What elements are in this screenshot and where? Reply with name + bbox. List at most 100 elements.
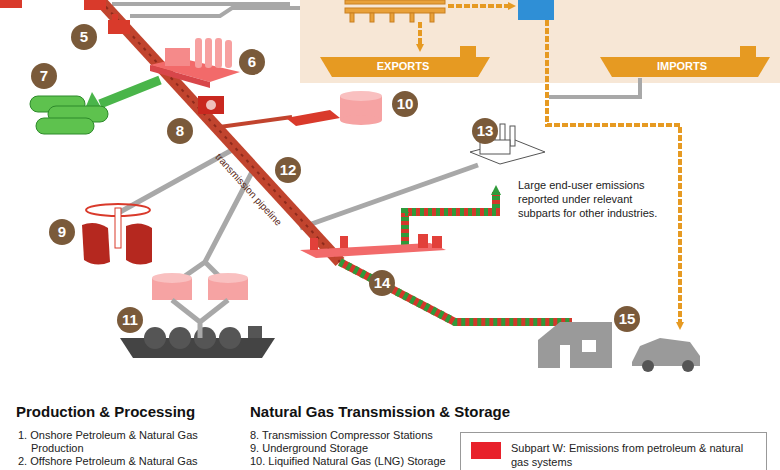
- callout-number: 11: [117, 307, 143, 333]
- processing-plant: [225, 40, 232, 68]
- production-equipment: [112, 14, 118, 20]
- list-item: 1. Onshore Petroleum & Natural Gas Produ…: [18, 429, 236, 455]
- distribution-pipe: [340, 262, 572, 322]
- house: [538, 322, 612, 368]
- lng-ship: [248, 326, 262, 338]
- lng-storage: [286, 110, 340, 126]
- pipeline-label: transmission pipeline: [214, 151, 285, 228]
- gray-pipe: [549, 78, 640, 97]
- lng-ship: [194, 327, 216, 349]
- orange-pipes: [350, 13, 354, 22]
- callout-number: 15: [614, 306, 640, 332]
- ship-label: IMPORTS: [657, 60, 707, 72]
- underground-storage: [82, 204, 152, 265]
- house: [560, 345, 570, 368]
- callout-number: 5: [71, 24, 97, 50]
- lng-storage: [340, 115, 382, 125]
- list-item: 2. Offshore Petroleum & Natural Gas: [18, 455, 246, 468]
- callout-number: 8: [167, 118, 193, 144]
- orange-pipes: [345, 0, 445, 4]
- gray-pipe: [112, 2, 290, 6]
- callout-number: 10: [392, 91, 418, 117]
- production-equipment: [0, 0, 130, 34]
- production-equipment: [0, 0, 22, 8]
- distribution-station: [432, 236, 442, 248]
- export-ship: [460, 46, 476, 57]
- house: [582, 340, 596, 352]
- lng-ship: [169, 327, 191, 349]
- distribution-station: [340, 236, 348, 248]
- compressor-station: [198, 96, 224, 114]
- gray-pipe: [300, 165, 478, 228]
- legend-text: Subpart W: Emissions from petroleum & na…: [511, 441, 756, 469]
- lng-ship: [172, 300, 228, 338]
- lng-ship: [219, 327, 241, 349]
- section-heading: Natural Gas Transmission & Storage: [250, 403, 510, 420]
- processing-plant: [150, 38, 240, 88]
- export-ship: [320, 57, 490, 77]
- orange-flow: [448, 4, 512, 8]
- import-ship: [600, 46, 770, 77]
- legend-box: Subpart W: Emissions from petroleum & na…: [460, 432, 767, 470]
- lng-ship: [152, 273, 192, 283]
- orange-pipes: [390, 13, 394, 22]
- production-equipment: [108, 20, 130, 34]
- lng-storage: [286, 91, 382, 126]
- list-item: 8. Transmission Compressor Stations: [250, 429, 473, 442]
- compressor-station: [198, 96, 224, 114]
- car: [642, 360, 654, 372]
- ngl-tanks: [36, 118, 94, 134]
- orange-pipes: [370, 13, 374, 22]
- legend-swatch: [471, 442, 501, 459]
- underground-storage: [115, 208, 121, 248]
- transmission-pipeline: [95, 0, 340, 262]
- note-text: Large end-user emissions reported under …: [518, 178, 658, 220]
- callout-number: 13: [472, 118, 498, 144]
- car: [682, 360, 694, 372]
- section-heading: Production & Processing: [16, 403, 195, 420]
- callout-number: 9: [49, 219, 75, 245]
- gray-pipe: [130, 8, 300, 16]
- import-ship: [600, 57, 770, 77]
- underground-storage: [126, 223, 152, 264]
- pipeline-texture: [95, 0, 340, 262]
- orange-pipes: [430, 13, 434, 22]
- green-arrow: [100, 80, 160, 104]
- lng-ship: [144, 327, 166, 349]
- import-ship: [740, 46, 756, 57]
- terminal: [518, 0, 554, 20]
- distribution-station: [310, 238, 318, 250]
- processing-plant: [165, 48, 190, 66]
- list-item: 9. Underground Storage: [250, 442, 473, 455]
- orange-pipes: [410, 13, 414, 22]
- callout-number: 6: [239, 49, 265, 75]
- ngl-tanks: [30, 96, 108, 134]
- lng-ship: [120, 273, 275, 358]
- production-equipment: [84, 0, 106, 10]
- gray-pipe: [112, 4, 300, 16]
- list-item: 10. Liquified Natural Gas (LNG) Storage: [250, 455, 473, 468]
- lng-ship: [208, 273, 248, 283]
- power-plant: [510, 126, 515, 146]
- red-pipe: [212, 117, 292, 128]
- orange-pipes: [345, 8, 445, 13]
- distribution-pipe: [340, 262, 572, 322]
- distribution-pipe: [495, 190, 497, 194]
- processing-plant: [215, 38, 222, 68]
- callout-number: 12: [275, 157, 301, 183]
- underground-storage: [82, 223, 110, 264]
- callout-number: 14: [369, 270, 395, 296]
- house: [538, 322, 612, 368]
- export-ship: [320, 46, 490, 77]
- compressor-station: [206, 100, 216, 110]
- orange-flow: [418, 22, 422, 48]
- legend-entry: Subpart W: Emissions from petroleum & na…: [461, 433, 766, 467]
- distribution-station: [300, 234, 446, 258]
- processing-plant: [195, 38, 202, 68]
- distribution-station: [418, 234, 428, 248]
- top-band: [300, 0, 780, 83]
- ship-label: EXPORTS: [377, 60, 430, 72]
- lng-storage: [340, 91, 382, 101]
- callout-number: 7: [31, 63, 57, 89]
